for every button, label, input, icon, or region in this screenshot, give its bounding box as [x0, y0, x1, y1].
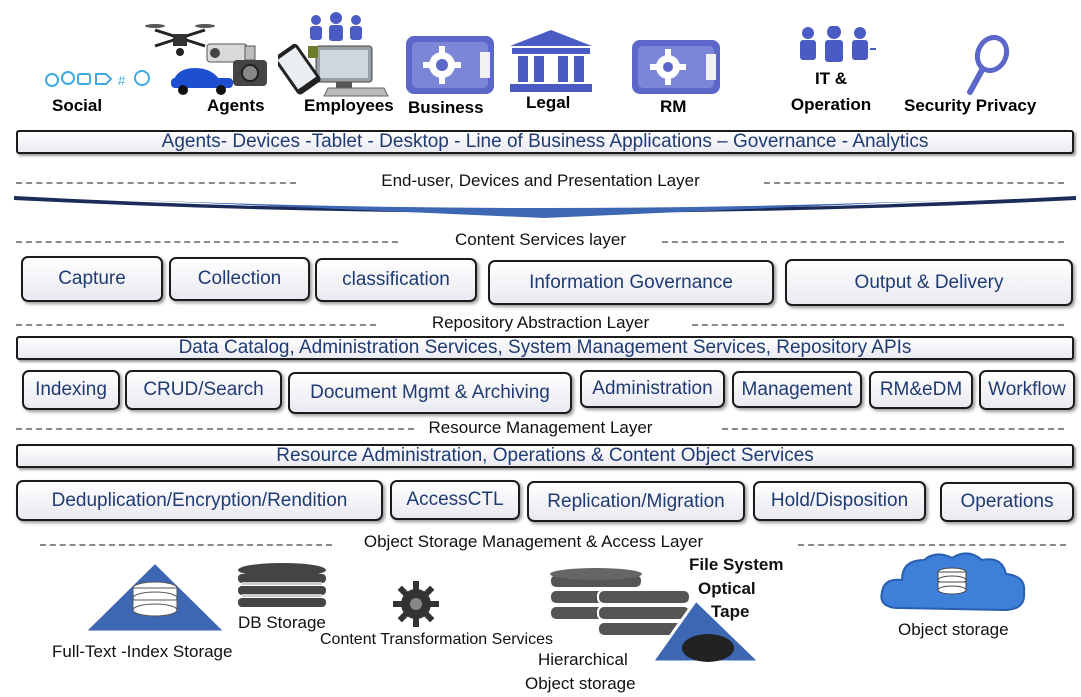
actor-employees-label: Employees [304, 96, 394, 115]
crud-search-box: CRUD/Search [125, 370, 282, 410]
gear-icon [393, 581, 439, 627]
divider-line [16, 182, 296, 184]
legal-building-icon [510, 30, 592, 92]
divider-line [16, 428, 414, 430]
tape-label: Tape [711, 602, 750, 621]
capture-box: Capture [21, 256, 163, 302]
social-media-icons: # [45, 70, 150, 88]
indexing-box: Indexing [22, 370, 120, 410]
actor-security-label: Security Privacy [904, 96, 1037, 115]
presentation-layer-title: End-user, Devices and Presentation Layer [381, 171, 700, 190]
operations-box: Operations [940, 482, 1074, 522]
dedup-encryption-box: Deduplication/Encryption/Rendition [16, 480, 383, 521]
file-system-label: File System [689, 555, 784, 574]
collection-box: Collection [169, 257, 310, 301]
presentation-chevron-arrow [14, 196, 1076, 218]
actor-rm-label: RM [660, 97, 687, 116]
devices-drone-camera-car-icon [145, 24, 267, 95]
resource-bar: Resource Administration, Operations & Co… [16, 444, 1074, 468]
actors-row: # Social Agents [0, 0, 1081, 125]
divider-line [40, 544, 332, 546]
content-transformation-label: Content Transformation Services [320, 631, 553, 648]
replication-migration-box: Replication/Migration [527, 481, 745, 522]
actor-business-label: Business [408, 98, 484, 117]
presentation-bar: Agents- Devices -Tablet - Desktop - Line… [16, 130, 1074, 154]
fulltext-storage-label: Full-Text -Index Storage [52, 642, 233, 661]
it-people-icon [800, 26, 876, 62]
repository-bar: Data Catalog, Administration Services, S… [16, 336, 1074, 360]
divider-line [764, 182, 1064, 184]
hold-disposition-box: Hold/Disposition [753, 481, 926, 521]
management-box: Management [732, 371, 862, 408]
administration-box: Administration [580, 370, 725, 408]
optical-label: Optical [698, 579, 756, 598]
hierarchical-label-line1: Hierarchical [538, 650, 628, 669]
divider-line [798, 544, 1066, 546]
rm-gear-icon [632, 40, 720, 94]
repository-layer-title: Repository Abstraction Layer [431, 313, 650, 332]
divider-line [16, 324, 376, 326]
divider-line [722, 428, 1064, 430]
document-mgmt-box: Document Mgmt & Archiving [288, 372, 572, 414]
divider-line [16, 241, 398, 243]
actor-legal-label: Legal [526, 93, 571, 112]
employees-tablet-desktop-icon [278, 12, 389, 97]
fulltext-index-storage-icon [80, 559, 230, 634]
divider-line [662, 241, 1064, 243]
divider-line [692, 324, 1064, 326]
magnifier-icon [967, 34, 1010, 95]
output-delivery-box: Output & Delivery [785, 259, 1073, 306]
content-services-title: Content Services layer [454, 230, 627, 249]
rm-edm-box: RM&eDM [869, 371, 973, 409]
db-storage-label: DB Storage [238, 613, 326, 632]
actor-social-label: Social [52, 96, 103, 115]
actor-agents-label: Agents [207, 96, 265, 115]
business-gear-icon [406, 36, 494, 94]
storage-layer-title: Object Storage Management & Access Layer [363, 532, 704, 551]
cloud-storage-icon [880, 552, 1026, 612]
information-governance-box: Information Governance [488, 260, 774, 305]
db-storage-icon [238, 563, 326, 607]
workflow-box: Workflow [979, 370, 1075, 410]
resource-layer-title: Resource Management Layer [428, 418, 653, 437]
hierarchical-storage-icon [549, 568, 763, 664]
object-storage-label: Object storage [898, 620, 1009, 639]
access-ctl-box: AccessCTL [390, 480, 520, 520]
svg-text:#: # [118, 73, 126, 88]
hierarchical-label-line2: Object storage [525, 674, 636, 693]
actor-it-label: IT & Operation [790, 69, 872, 114]
classification-box: classification [315, 258, 477, 302]
